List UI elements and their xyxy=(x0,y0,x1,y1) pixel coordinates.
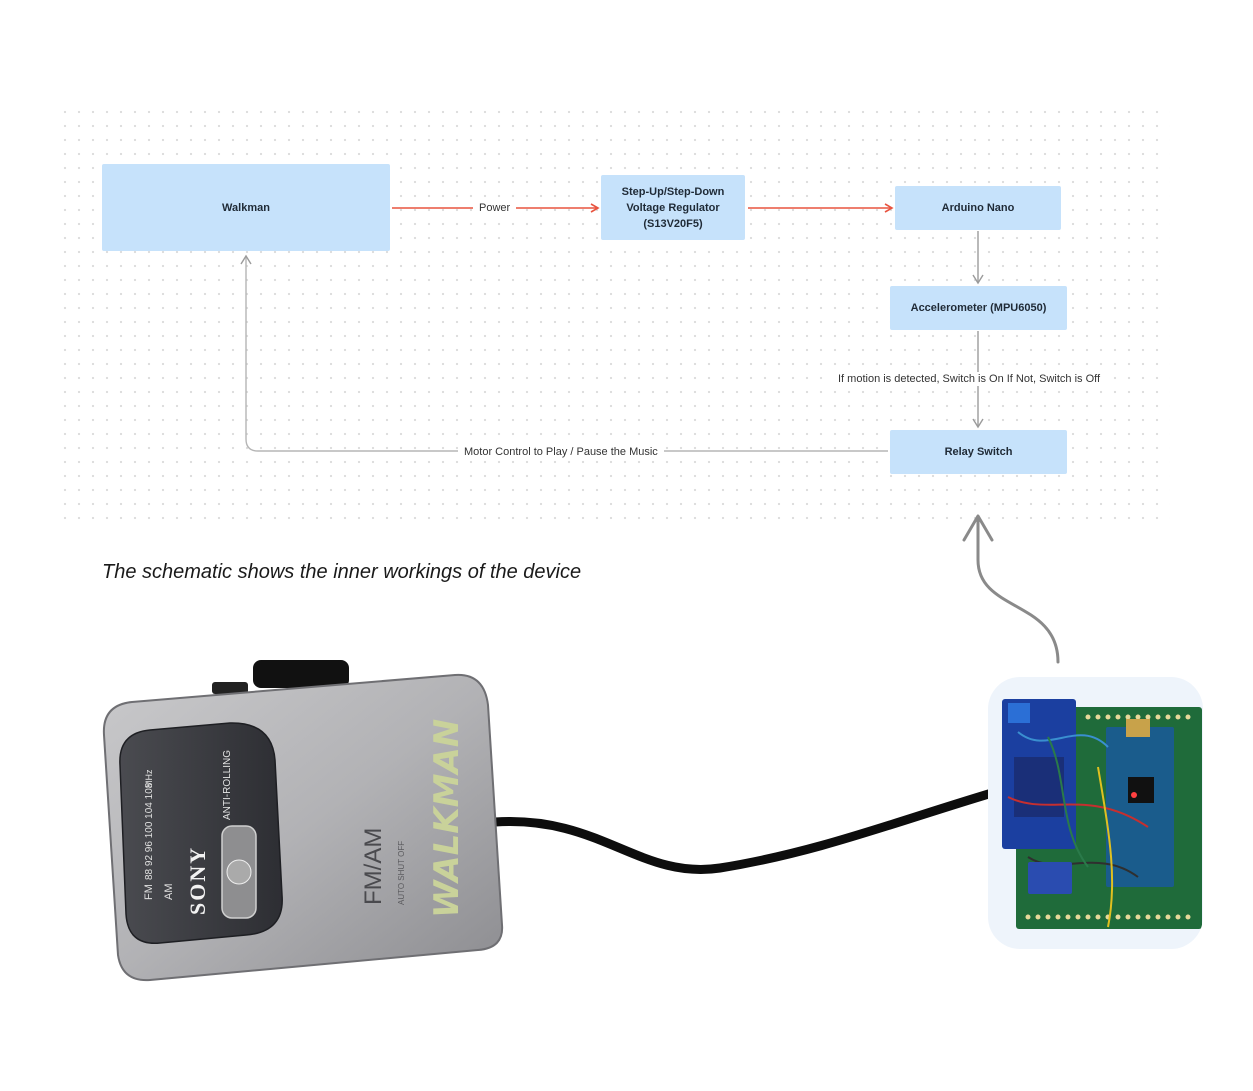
band-fm-label: FM xyxy=(143,884,155,900)
relay-to-walkman-edge xyxy=(240,254,888,452)
motor-control-label: Motor Control to Play / Pause the Music xyxy=(458,445,664,459)
audio-cable xyxy=(490,785,1007,874)
band-am-label: AM xyxy=(163,884,175,901)
sony-logo: SONY xyxy=(185,846,210,915)
voltage-regulator-node: Step-Up/Step-Down Voltage Regulator (S13… xyxy=(601,175,745,240)
pcb-to-relay-arrow xyxy=(976,516,1060,664)
frequency-scale: 88 92 96 100 104 108 xyxy=(144,782,155,880)
arduino-nano-node: Arduino Nano xyxy=(895,186,1061,230)
mhz-label: MHz xyxy=(144,769,154,788)
top-button xyxy=(253,660,349,688)
fm-am-label: FM/AM xyxy=(360,828,387,905)
motion-condition-label: If motion is detected, Switch is On If N… xyxy=(832,372,1107,386)
accelerometer-node: Accelerometer (MPU6050) xyxy=(890,286,1067,330)
walkman-node: Walkman xyxy=(102,164,390,251)
circuit-board-card xyxy=(988,677,1203,949)
accelerometer-board xyxy=(1028,862,1072,894)
side-clip xyxy=(212,682,248,694)
anti-rolling-label: ANTI-ROLLING xyxy=(222,750,233,820)
auto-shut-off-label: AUTO SHUT OFF xyxy=(397,841,406,905)
regulator-line-3: (S13V20F5) xyxy=(643,217,703,230)
pcb-to-relay-arrowhead xyxy=(962,514,994,542)
relay-switch-node: Relay Switch xyxy=(890,430,1067,474)
walkman-logo: WALKMAN xyxy=(427,719,467,918)
circuit-board-photo xyxy=(1002,699,1202,929)
schematic-caption: The schematic shows the inner workings o… xyxy=(102,561,582,583)
arduino-nano-board xyxy=(1106,727,1174,887)
power-label: Power xyxy=(473,201,517,215)
regulator-line-2: Voltage Regulator xyxy=(626,201,720,214)
regulator-line-1: Step-Up/Step-Down xyxy=(621,185,725,198)
